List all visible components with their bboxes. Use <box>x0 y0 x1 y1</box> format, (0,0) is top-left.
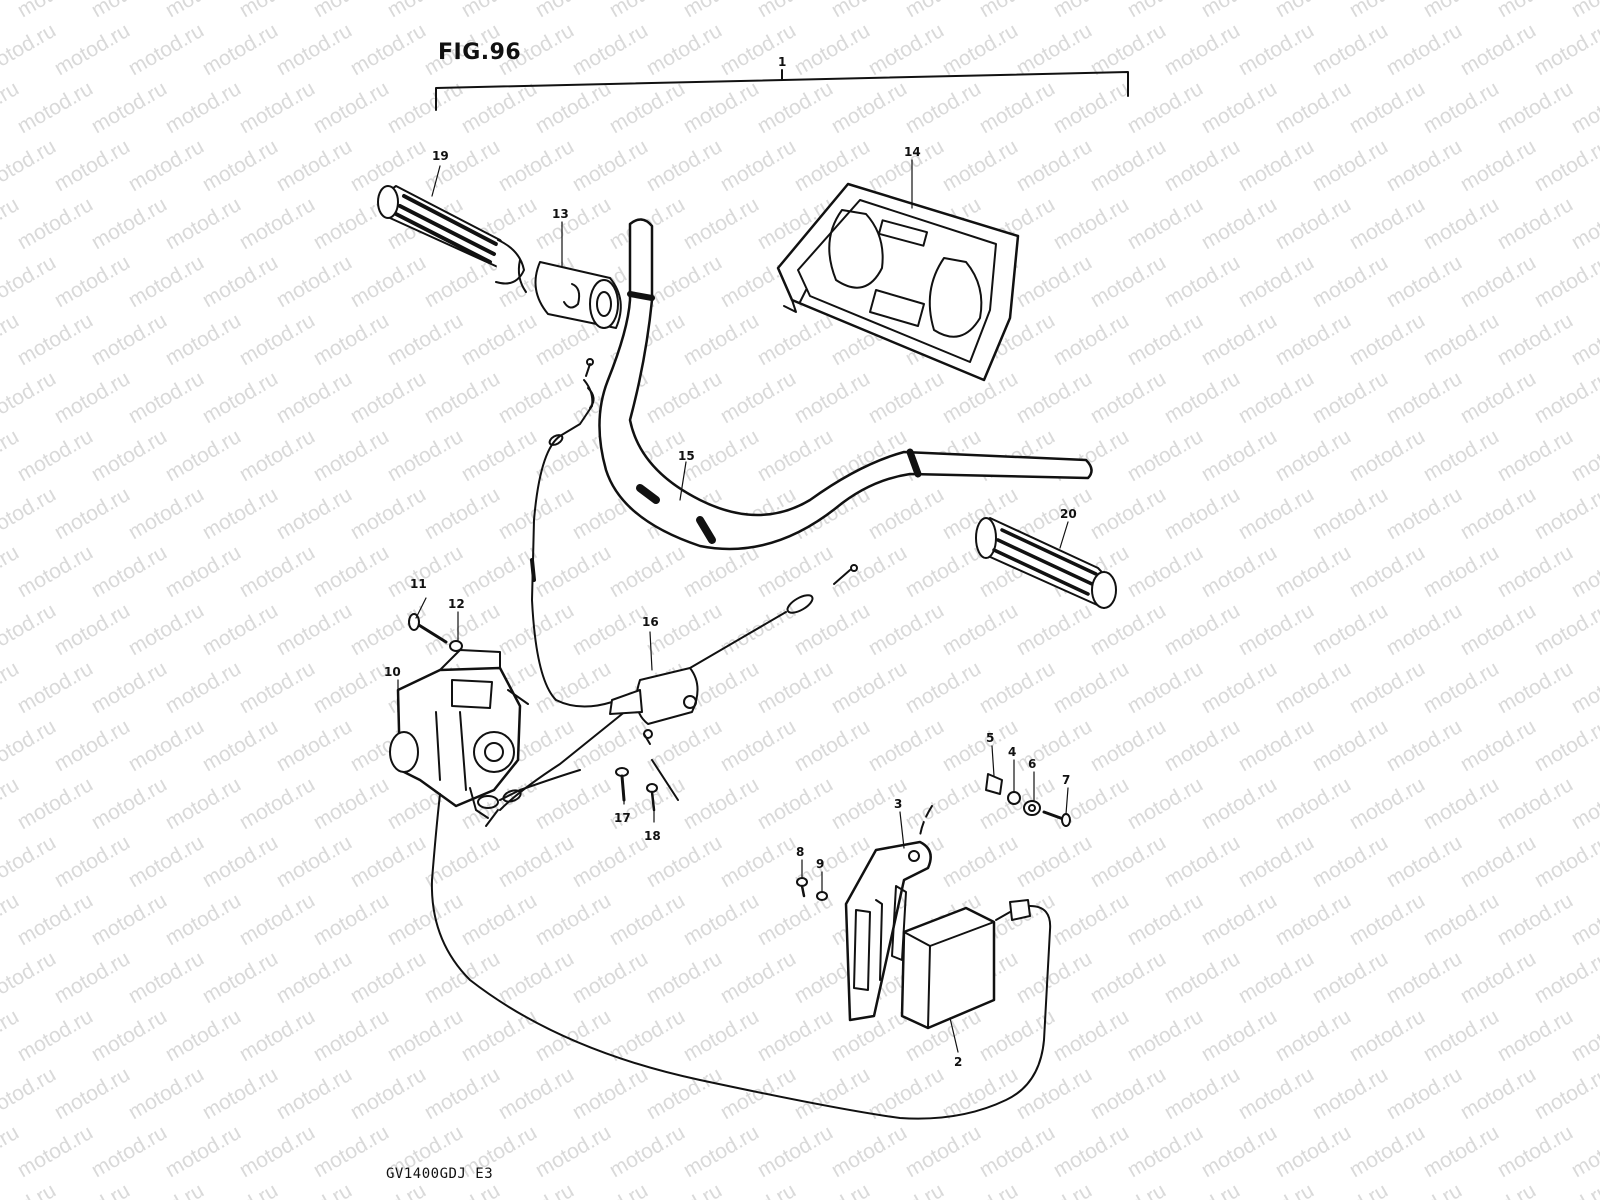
throttle-cable <box>530 358 641 708</box>
bolt-11 <box>408 613 448 644</box>
left-grip <box>377 185 525 285</box>
callout-1: 1 <box>778 55 786 69</box>
callout-16: 16 <box>642 615 659 629</box>
actuator-cable <box>430 769 1052 1120</box>
nut-5 <box>985 773 1003 795</box>
screw-8 <box>796 877 808 898</box>
assembly-bracket <box>435 69 1129 111</box>
callout-14: 14 <box>904 145 921 159</box>
bolt-17 <box>615 767 629 802</box>
right-grip <box>975 517 1117 609</box>
throttle-housing <box>517 259 622 329</box>
callout-13: 13 <box>552 207 569 221</box>
callout-labels: 1 19 13 14 15 20 16 11 12 10 17 18 5 4 6… <box>384 55 1077 1069</box>
callout-17: 17 <box>614 811 631 825</box>
meter-cover <box>776 182 1020 382</box>
callout-3: 3 <box>894 797 902 811</box>
cable-junction <box>609 667 699 801</box>
figure-title: FIG.96 <box>438 40 522 65</box>
callout-15: 15 <box>678 449 695 463</box>
nut-12 <box>449 640 463 652</box>
washer-6 <box>1023 800 1041 816</box>
callout-7: 7 <box>1062 773 1070 787</box>
model-code: GV1400GDJ E3 <box>386 1166 494 1182</box>
callout-6: 6 <box>1028 757 1036 771</box>
callout-4: 4 <box>1008 745 1016 759</box>
callout-11: 11 <box>410 577 427 591</box>
cruise-cable <box>499 564 858 811</box>
bracket-plate <box>844 840 932 1022</box>
washer-4 <box>1007 791 1021 805</box>
callout-20: 20 <box>1060 507 1077 521</box>
callout-10: 10 <box>384 665 401 679</box>
washer-9 <box>816 891 828 901</box>
callout-5: 5 <box>986 731 994 745</box>
cruise-actuator <box>389 649 529 819</box>
control-unit <box>900 899 1031 1030</box>
callout-18: 18 <box>644 829 661 843</box>
callout-12: 12 <box>448 597 465 611</box>
screw-18 <box>646 783 658 812</box>
callout-9: 9 <box>816 857 824 871</box>
callout-19: 19 <box>432 149 449 163</box>
handlebar <box>598 218 1093 551</box>
callout-8: 8 <box>796 845 804 859</box>
leader-lines <box>397 159 1069 1053</box>
callout-2: 2 <box>954 1055 962 1069</box>
